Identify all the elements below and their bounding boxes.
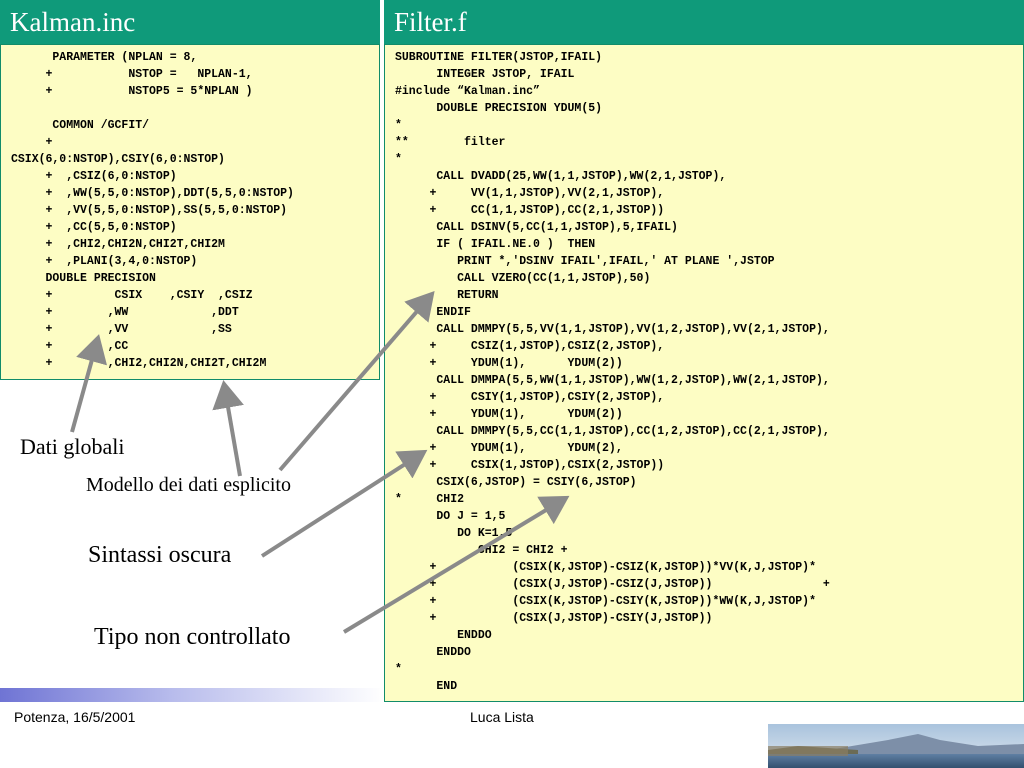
footer-author: Luca Lista <box>470 709 534 725</box>
filter-f-code: SUBROUTINE FILTER(JSTOP,IFAIL) INTEGER J… <box>395 51 830 693</box>
filter-f-code-panel: SUBROUTINE FILTER(JSTOP,IFAIL) INTEGER J… <box>384 44 1024 702</box>
annotation-sintassi-oscura: Sintassi oscura <box>88 542 232 568</box>
left-panel-title: Kalman.inc <box>0 0 380 44</box>
kalman-inc-code: PARAMETER (NPLAN = 8, + NSTOP = NPLAN-1,… <box>11 51 294 370</box>
kalman-inc-code-panel: PARAMETER (NPLAN = 8, + NSTOP = NPLAN-1,… <box>0 44 380 380</box>
footer-gradient-bar <box>0 688 384 702</box>
annotation-modello-dati-esplicito: Modello dei dati esplicito <box>86 474 291 496</box>
arrow-modello-esplicito <box>212 380 244 477</box>
annotation-dati-globali: Dati globali <box>20 434 125 459</box>
footer-location-date: Potenza, 16/5/2001 <box>14 709 136 725</box>
landscape-photo <box>768 724 1024 768</box>
right-panel-title: Filter.f <box>384 0 1024 44</box>
annotation-tipo-non-controllato: Tipo non controllato <box>94 624 291 650</box>
